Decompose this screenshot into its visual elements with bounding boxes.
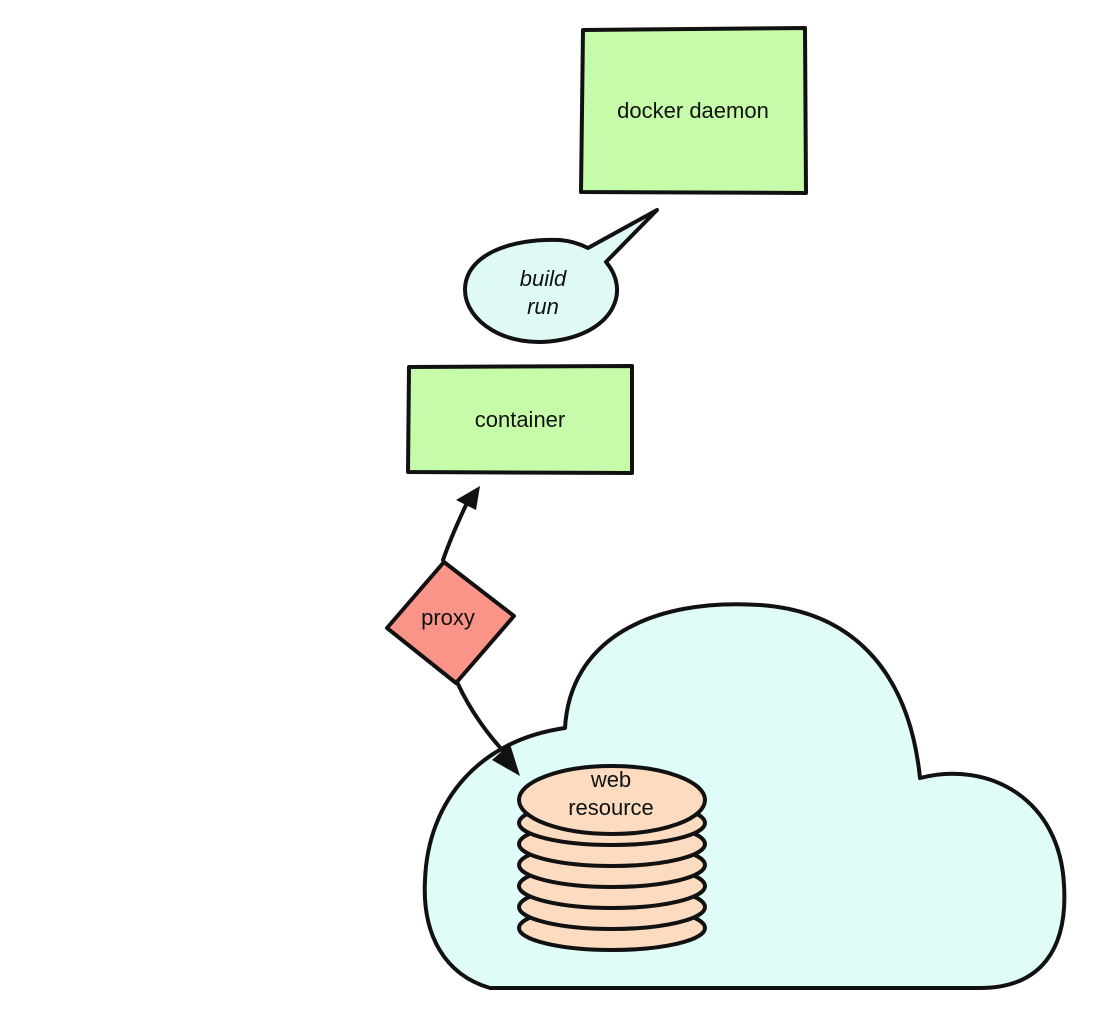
arrowhead-down <box>492 744 520 776</box>
edge-proxy-to-container <box>441 486 480 562</box>
bubble-line-run: run <box>527 294 559 319</box>
edge-proxy-to-web-resource <box>456 682 520 776</box>
container-label: container <box>475 407 566 432</box>
proxy-label: proxy <box>421 605 475 630</box>
build-run-bubble: build run <box>463 208 659 344</box>
database-stack-icon <box>517 764 707 952</box>
proxy-node: proxy <box>385 560 516 685</box>
bubble-line-build: build <box>520 266 567 291</box>
arrowhead-up <box>456 486 480 510</box>
docker-daemon-label: docker daemon <box>617 98 769 123</box>
container-node: container <box>406 364 634 475</box>
web-resource-line-2: resource <box>568 795 654 820</box>
web-resource-node: web resource <box>517 764 707 952</box>
web-resource-line-1: web <box>590 767 631 792</box>
docker-daemon-node: docker daemon <box>579 26 808 195</box>
